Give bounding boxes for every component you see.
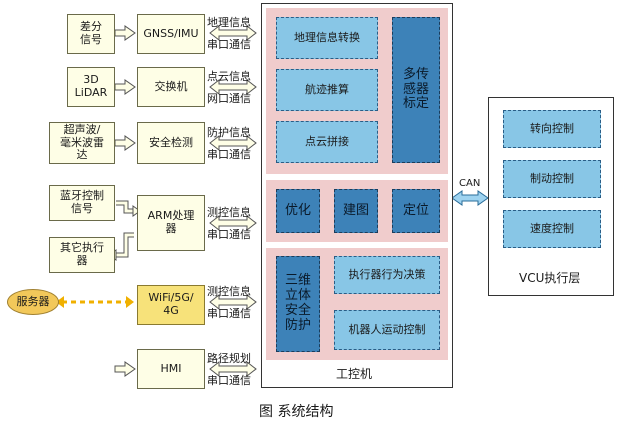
link-label-bottom-6: 串口通信 bbox=[207, 374, 251, 387]
can-label: CAN bbox=[459, 178, 481, 189]
pointcloud-stitch-label: 点云拼接 bbox=[305, 134, 349, 148]
vcu-title: VCU执行层 bbox=[519, 271, 581, 285]
link-label-top-4: 测控信息 bbox=[207, 206, 251, 219]
safety-check-box: 安全检测 bbox=[137, 122, 205, 164]
speed-control-box: 速度控制 bbox=[503, 210, 601, 248]
lidar-label: 3D LiDAR bbox=[74, 73, 108, 99]
3d-safety-box: 三维 立体 安全 防护 bbox=[276, 256, 320, 352]
arrow-diff-gnss bbox=[114, 25, 136, 41]
link-label-bottom-5: 串口通信 bbox=[207, 307, 251, 320]
actuator-decision-label: 执行器行为决策 bbox=[348, 267, 426, 281]
server-node: 服务器 bbox=[7, 289, 59, 315]
hmi-box: HMI bbox=[137, 349, 205, 389]
brake-control-label: 制动控制 bbox=[530, 171, 574, 185]
can-link bbox=[451, 190, 489, 206]
geo-convert-label: 地理信息转换 bbox=[294, 30, 360, 44]
diff-signal-label: 差分 信号 bbox=[80, 20, 102, 46]
link-label-top-5: 测控信息 bbox=[207, 285, 251, 298]
arrow-radar-safety bbox=[114, 135, 136, 151]
mapping-box: 建图 bbox=[334, 189, 378, 233]
link-label-top-6: 路径规划 bbox=[207, 352, 251, 365]
multi-sensor-calib-box: 多传 感器 标定 bbox=[392, 17, 440, 163]
optimize-label: 优化 bbox=[284, 202, 311, 218]
other-actuator-box: 其它执行 器 bbox=[49, 237, 115, 273]
other-actuator-label: 其它执行 器 bbox=[60, 241, 104, 267]
brake-control-box: 制动控制 bbox=[503, 160, 601, 198]
localization-label: 定位 bbox=[402, 202, 429, 218]
bt-signal-box: 蓝牙控制 信号 bbox=[49, 185, 115, 221]
radar-label: 超声波/ 毫米波雷 达 bbox=[60, 123, 104, 162]
hmi-label: HMI bbox=[160, 361, 182, 375]
speed-control-label: 速度控制 bbox=[530, 221, 574, 235]
geo-convert-box: 地理信息转换 bbox=[276, 17, 378, 59]
gnss-imu-box: GNSS/IMU bbox=[137, 14, 205, 54]
multi-sensor-calib-label: 多传 感器 标定 bbox=[402, 66, 429, 112]
switch-label: 交换机 bbox=[154, 79, 188, 93]
steering-control-box: 转向控制 bbox=[503, 110, 601, 148]
link-label-top-2: 点云信息 bbox=[207, 70, 251, 83]
actuator-decision-box: 执行器行为决策 bbox=[334, 256, 440, 294]
localization-box: 定位 bbox=[392, 189, 440, 233]
steering-control-label: 转向控制 bbox=[530, 121, 574, 135]
link-label-bottom-2: 网口通信 bbox=[207, 92, 251, 105]
wifi-5g-4g-box: WiFi/5G/ 4G bbox=[137, 285, 205, 325]
motion-control-box: 机器人运动控制 bbox=[334, 310, 440, 350]
bt-signal-label: 蓝牙控制 信号 bbox=[60, 189, 104, 215]
link-label-bottom-1: 串口通信 bbox=[207, 38, 251, 51]
switch-box: 交换机 bbox=[137, 67, 205, 107]
radar-box: 超声波/ 毫米波雷 达 bbox=[49, 122, 115, 164]
arrow-lidar-switch bbox=[114, 79, 136, 95]
dead-reckoning-label: 航迹推算 bbox=[305, 82, 349, 96]
dead-reckoning-box: 航迹推算 bbox=[276, 69, 378, 111]
arm-processor-label: ARM处理 器 bbox=[147, 209, 195, 235]
safety-check-label: 安全检测 bbox=[149, 135, 193, 149]
link-label-bottom-4: 串口通信 bbox=[207, 228, 251, 241]
link-label-top-1: 地理信息 bbox=[207, 16, 251, 29]
figure-caption: 图 系统结构 bbox=[259, 404, 334, 420]
motion-control-label: 机器人运动控制 bbox=[348, 322, 426, 336]
gnss-imu-label: GNSS/IMU bbox=[143, 26, 199, 40]
3d-safety-label: 三维 立体 安全 防护 bbox=[284, 273, 311, 333]
lidar-box: 3D LiDAR bbox=[67, 67, 115, 107]
server-label: 服务器 bbox=[16, 294, 50, 308]
diff-signal-box: 差分 信号 bbox=[67, 14, 115, 54]
mapping-label: 建图 bbox=[342, 202, 369, 218]
optimize-box: 优化 bbox=[276, 189, 320, 233]
ipc-title: 工控机 bbox=[336, 367, 373, 381]
link-label-top-3: 防护信息 bbox=[207, 126, 251, 139]
arrow-hmi-in bbox=[114, 361, 136, 377]
arm-processor-box: ARM处理 器 bbox=[137, 195, 205, 251]
wifi-label: WiFi/5G/ 4G bbox=[148, 291, 194, 317]
link-label-bottom-3: 串口通信 bbox=[207, 148, 251, 161]
pointcloud-stitch-box: 点云拼接 bbox=[276, 121, 378, 163]
